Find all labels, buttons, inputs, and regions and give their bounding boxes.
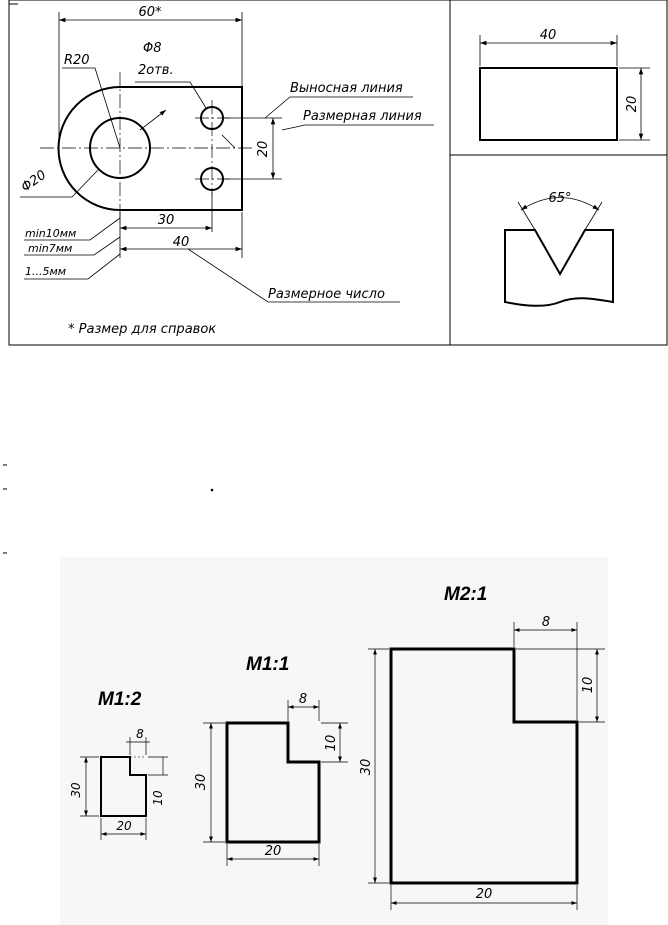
top-frame [8, 0, 668, 346]
scale-title-m1-2: M1:2 [98, 689, 142, 710]
scale-title-m1-1: M1:1 [246, 654, 289, 675]
footnote-text: * Размер для справок [68, 322, 216, 337]
m1-1-notch-height-label: 10 [324, 735, 339, 752]
scale-drawing-m1-2: M1:2 20 30 8 10 [69, 689, 168, 840]
dim-20-vertical-label: 20 [256, 141, 271, 158]
part-outline [57, 86, 243, 211]
dimension-line-label: Размерная линия [303, 109, 422, 124]
scale-area-background [60, 557, 608, 925]
dim-60-label: 60* [138, 5, 162, 20]
stray-marks [3, 464, 214, 554]
dimension-number-label: Размерное число [268, 287, 385, 302]
rect-panel: 40 20 [479, 28, 650, 141]
scale-title-m2-1: M2:1 [444, 584, 487, 605]
extension-line-label: Выносная линия [290, 81, 403, 96]
dim-40-label: 40 [173, 235, 190, 250]
m1-2-height-label: 30 [69, 782, 83, 798]
gap-1-5-label: 1...5мм [25, 265, 66, 278]
m1-1-notch-width-label: 8 [299, 692, 307, 707]
hole-diameter-label: Φ8 [143, 41, 162, 56]
angle-label: 65° [548, 191, 571, 206]
dimension-lines-top [20, 12, 434, 303]
hole-count-label: 2отв. [138, 63, 174, 78]
m1-2-notch-height-label: 10 [151, 790, 165, 806]
rect-width-label: 40 [540, 28, 557, 43]
m1-2-width-label: 20 [116, 819, 132, 833]
m2-1-notch-width-label: 8 [542, 615, 550, 630]
m1-1-width-label: 20 [265, 844, 282, 859]
top-figure-labels: 60* R20 Φ8 2отв. Φ20 20 30 40 Выносная л… [19, 5, 422, 337]
m2-1-height-label: 30 [359, 759, 374, 776]
radius-label: R20 [64, 53, 90, 68]
gap-min7-label: min7мм [28, 242, 72, 255]
centerlines [40, 72, 255, 225]
m1-2-notch-width-label: 8 [136, 727, 144, 741]
dim-30-label: 30 [158, 213, 175, 228]
m2-1-notch-height-label: 10 [581, 677, 596, 694]
scale-drawing-m1-1: M1:1 20 30 8 10 [194, 654, 348, 866]
scale-drawing-m2-1: M2:1 20 30 8 10 [359, 584, 605, 910]
rect-height-label: 20 [625, 96, 640, 113]
m1-1-height-label: 30 [194, 774, 209, 791]
gap-min10-label: min10мм [25, 227, 76, 240]
diameter-20-label: Φ20 [19, 168, 50, 196]
m2-1-width-label: 20 [476, 887, 493, 902]
angle-panel: 65° [504, 191, 614, 307]
